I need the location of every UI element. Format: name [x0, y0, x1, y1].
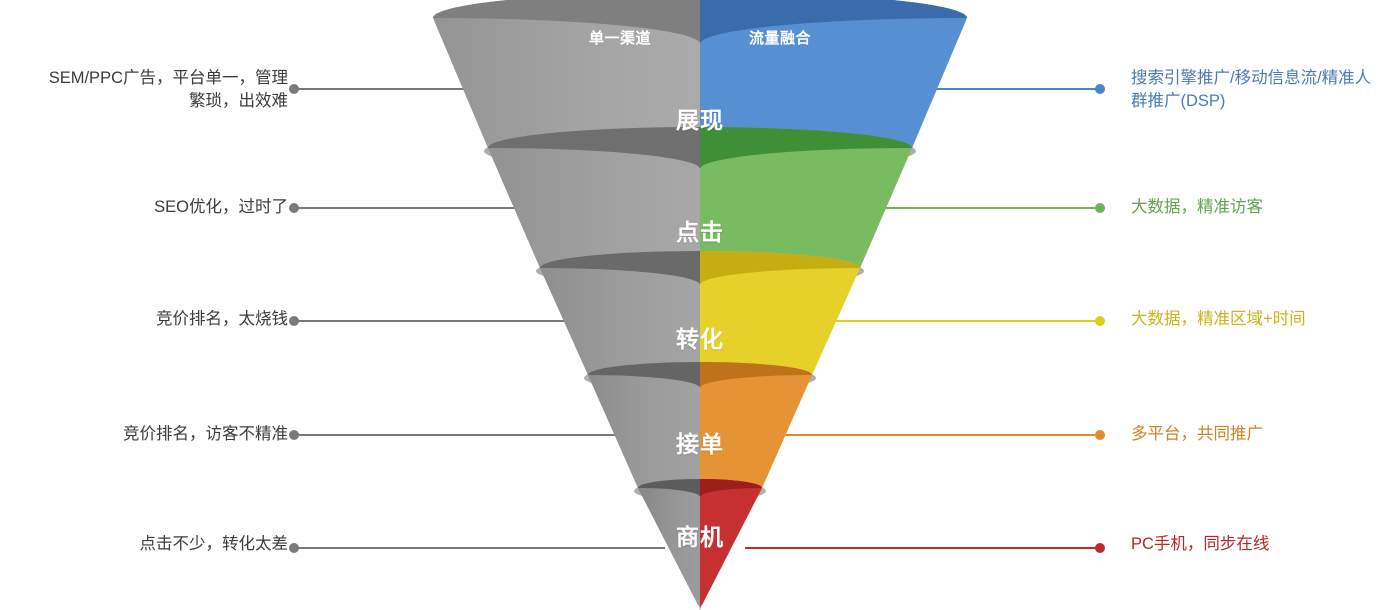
- funnel-layer-3: [536, 251, 864, 389]
- funnel-caption-right: 流量融合: [748, 30, 811, 47]
- stage-label-3: 转化: [676, 326, 724, 352]
- left-annotation-4: 竞价排名，访客不精准: [123, 425, 288, 443]
- connector-row-2: [289, 203, 1105, 213]
- left-annotation-5: 点击不少，转化太差: [139, 535, 289, 553]
- funnel-caption-left: 单一渠道: [588, 30, 651, 47]
- stage-label-2: 点击: [676, 219, 724, 245]
- stage-label-1: 展现: [676, 107, 724, 133]
- connector-dot-left: [289, 430, 299, 440]
- funnel-right-half: [700, 0, 967, 170]
- right-annotation-5: PC手机，同步在线: [1131, 535, 1270, 553]
- connector-row-4: [289, 430, 1105, 440]
- connector-dot-left: [289, 316, 299, 326]
- funnel-layer-5: [634, 479, 766, 610]
- funnel-layer-2: [484, 127, 916, 286]
- right-annotation-3: 大数据，精准区域+时间: [1131, 310, 1306, 328]
- right-annotation-4: 多平台，共同推广: [1131, 425, 1263, 443]
- funnel-right-half: [700, 362, 812, 499]
- connector-dot-right: [1095, 543, 1105, 553]
- funnel-right-half: [700, 479, 762, 610]
- funnel-layer-1: [433, 0, 967, 170]
- stage-label-5: 商机: [676, 524, 724, 550]
- connector-dot-right: [1095, 316, 1105, 326]
- right-annotation-1: 搜索引擎推广/移动信息流/精准人 群推广(DSP): [1131, 69, 1372, 111]
- left-annotation-2: SEO优化，过时了: [154, 198, 288, 216]
- connector-dot-left: [289, 84, 299, 94]
- connector-dot-right: [1095, 203, 1105, 213]
- left-annotation-1: SEM/PPC广告，平台单一，管理 繁琐，出效难: [48, 69, 288, 111]
- stage-label-4: 接单: [676, 431, 724, 457]
- connector-dot-right: [1095, 430, 1105, 440]
- left-annotation-3: 竞价排名，太烧钱: [156, 310, 288, 328]
- connector-dot-left: [289, 543, 299, 553]
- funnel-right-half: [700, 251, 860, 389]
- funnel-right-half: [700, 127, 912, 286]
- right-annotation-2: 大数据，精准访客: [1131, 198, 1263, 216]
- connector-row-3: [289, 316, 1105, 326]
- connector-row-5: [289, 543, 1105, 553]
- connector-row-1: [289, 84, 1105, 94]
- connector-dot-left: [289, 203, 299, 213]
- funnel-layer-4: [584, 362, 816, 499]
- connector-dot-right: [1095, 84, 1105, 94]
